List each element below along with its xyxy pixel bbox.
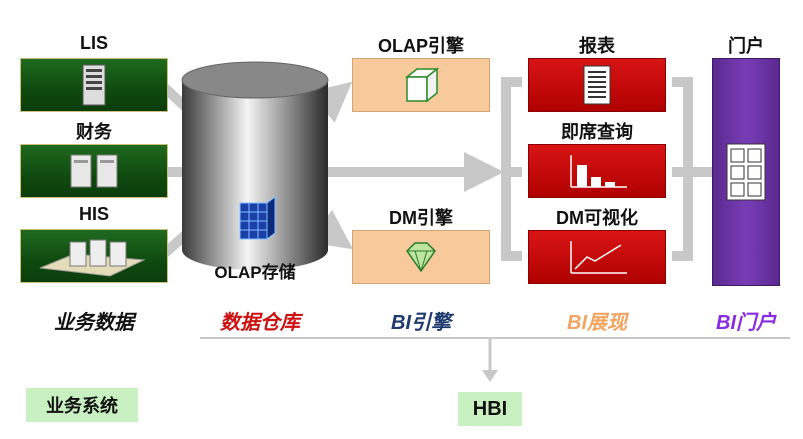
olap-engine-box [352, 58, 490, 112]
olap-engine-label: OLAP引擎 [377, 36, 464, 56]
his-box [20, 229, 168, 283]
adhoc-query-label: 即席查询 [561, 122, 633, 142]
category-business-data: 业务数据 [54, 312, 134, 334]
server-pair-icon [70, 154, 118, 188]
dm-engine-box [352, 230, 490, 284]
down-arrow-head [482, 370, 498, 382]
report-label: 报表 [579, 36, 615, 56]
finance-label: 财务 [76, 122, 112, 142]
cube-icon [404, 67, 440, 103]
category-bi-presentation: BI展现 [567, 312, 627, 334]
category-data-warehouse: 数据仓库 [220, 312, 300, 334]
adhoc-query-box [528, 144, 666, 198]
bar-chart-icon [570, 155, 627, 188]
finance-box [20, 144, 168, 198]
category-bi-portal: BI门户 [716, 312, 776, 334]
lis-label: LIS [79, 33, 108, 53]
warehouse-cylinder [181, 61, 329, 270]
category-bi-engine: BI引擎 [391, 312, 451, 334]
lis-box [20, 58, 168, 112]
diamond-icon [406, 242, 436, 273]
report-box [528, 58, 666, 112]
grid-icon [726, 143, 766, 201]
server-farm-icon [39, 239, 146, 277]
dm-visual-label: DM可视化 [556, 208, 638, 228]
line-chart-icon [570, 241, 627, 274]
data-cube-icon [239, 196, 276, 240]
hbi-badge: HBI [458, 392, 522, 426]
his-label: HIS [78, 204, 109, 224]
portal-box [712, 58, 780, 286]
business-system-badge: 业务系统 [26, 388, 138, 422]
server-tower-icon [82, 64, 106, 106]
portal-label: 门户 [728, 36, 764, 56]
dm-engine-label: DM引擎 [389, 208, 453, 228]
warehouse-label: OLAP存储 [214, 263, 296, 282]
dm-visual-box [528, 230, 666, 284]
document-icon [583, 65, 611, 105]
